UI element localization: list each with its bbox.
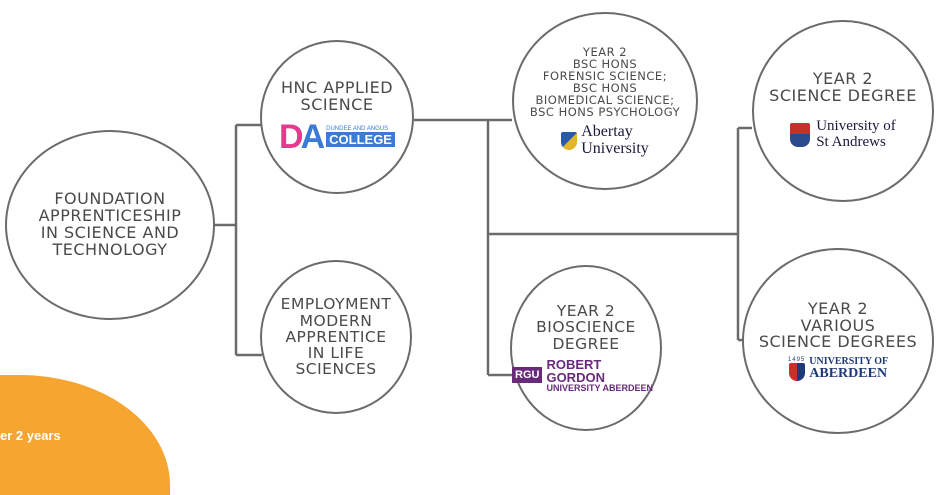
abertay-logo: Abertay University (561, 124, 649, 158)
node-line: DEGREE (552, 334, 620, 353)
logo-text: ABERDEEN (809, 366, 888, 382)
node-abertay: YEAR 2 BSC HONS FORENSIC SCIENCE; BSC HO… (512, 12, 698, 190)
node-line: APPRENTICESHIP (38, 206, 182, 226)
st-andrews-crest-icon (790, 122, 811, 147)
aberdeen-logo: 1495 UNIVERSITY OF ABERDEEN (787, 356, 889, 382)
st-andrews-logo: University of St Andrews (790, 118, 896, 151)
logo-text: COLLEGE (326, 132, 395, 148)
node-line: SCIENCE (300, 95, 374, 114)
node-line: MODERN (299, 311, 373, 330)
logo-text: 1495 (787, 357, 806, 364)
node-line: EMPLOYMENT (280, 295, 392, 314)
node-line: HNC APPLIED (280, 78, 394, 98)
node-line: SCIENCE DEGREE (769, 86, 917, 106)
node-line: SCIENCE DEGREES (758, 332, 918, 352)
abertay-crest-icon (561, 132, 578, 151)
node-aberdeen: YEAR 2 VARIOUS SCIENCE DEGREES 1495 UNIV… (742, 248, 934, 434)
dundee-angus-college-logo: DA DUNDEE AND ANGUS COLLEGE (279, 120, 395, 154)
footer-text: er 2 years (0, 428, 61, 443)
logo-text: University of (816, 118, 896, 135)
node-line: TECHNOLOGY (52, 239, 168, 259)
node-line: BIOSCIENCE (536, 318, 636, 337)
logo-text: St Andrews (816, 133, 886, 150)
logo-text: UNIVERSITY ABERDEEN (546, 382, 653, 393)
node-line: FORENSIC SCIENCE; (542, 69, 668, 84)
node-line: IN SCIENCE AND (40, 223, 180, 242)
node-line: YEAR 2 (556, 302, 616, 321)
node-line: BSC HONS (572, 57, 638, 72)
node-line: YEAR 2 (812, 69, 874, 89)
node-line: BSC HONS (572, 81, 638, 96)
node-foundation: FOUNDATION APPRENTICESHIP IN SCIENCE AND… (5, 130, 215, 320)
rgu-mark: RGU (512, 367, 543, 384)
node-line: IN LIFE (307, 344, 365, 363)
node-line: FOUNDATION (54, 189, 166, 209)
node-line: BIOMEDICAL SCIENCE; (535, 93, 675, 108)
logo-text: Abertay (581, 123, 633, 141)
logo-text: University (581, 140, 649, 158)
logo-text: DUNDEE AND ANGUS (326, 126, 389, 133)
node-line: YEAR 2 (807, 298, 869, 318)
logo-text: ROBERT GORDON (546, 356, 605, 385)
node-line: YEAR 2 (582, 45, 628, 60)
connector-lines (215, 118, 752, 377)
node-employment: EMPLOYMENT MODERN APPRENTICE IN LIFE SCI… (260, 260, 412, 414)
rgu-logo: RGU ROBERT GORDON UNIVERSITY ABERDEEN (512, 358, 660, 393)
node-bioscience: YEAR 2 BIOSCIENCE DEGREE RGU ROBERT GORD… (510, 265, 662, 431)
aberdeen-crest-icon (788, 363, 805, 382)
node-st-andrews: YEAR 2 SCIENCE DEGREE University of St A… (752, 20, 934, 202)
node-line: APPRENTICE (285, 327, 387, 346)
node-line: VARIOUS (800, 315, 876, 335)
logo-text: UNIVERSITY OF (809, 356, 889, 368)
node-line: BSC HONS PSYCHOLOGY (529, 105, 681, 120)
node-hnc-applied-science: HNC APPLIED SCIENCE DA DUNDEE AND ANGUS … (260, 40, 414, 194)
node-line: SCIENCES (295, 360, 377, 379)
